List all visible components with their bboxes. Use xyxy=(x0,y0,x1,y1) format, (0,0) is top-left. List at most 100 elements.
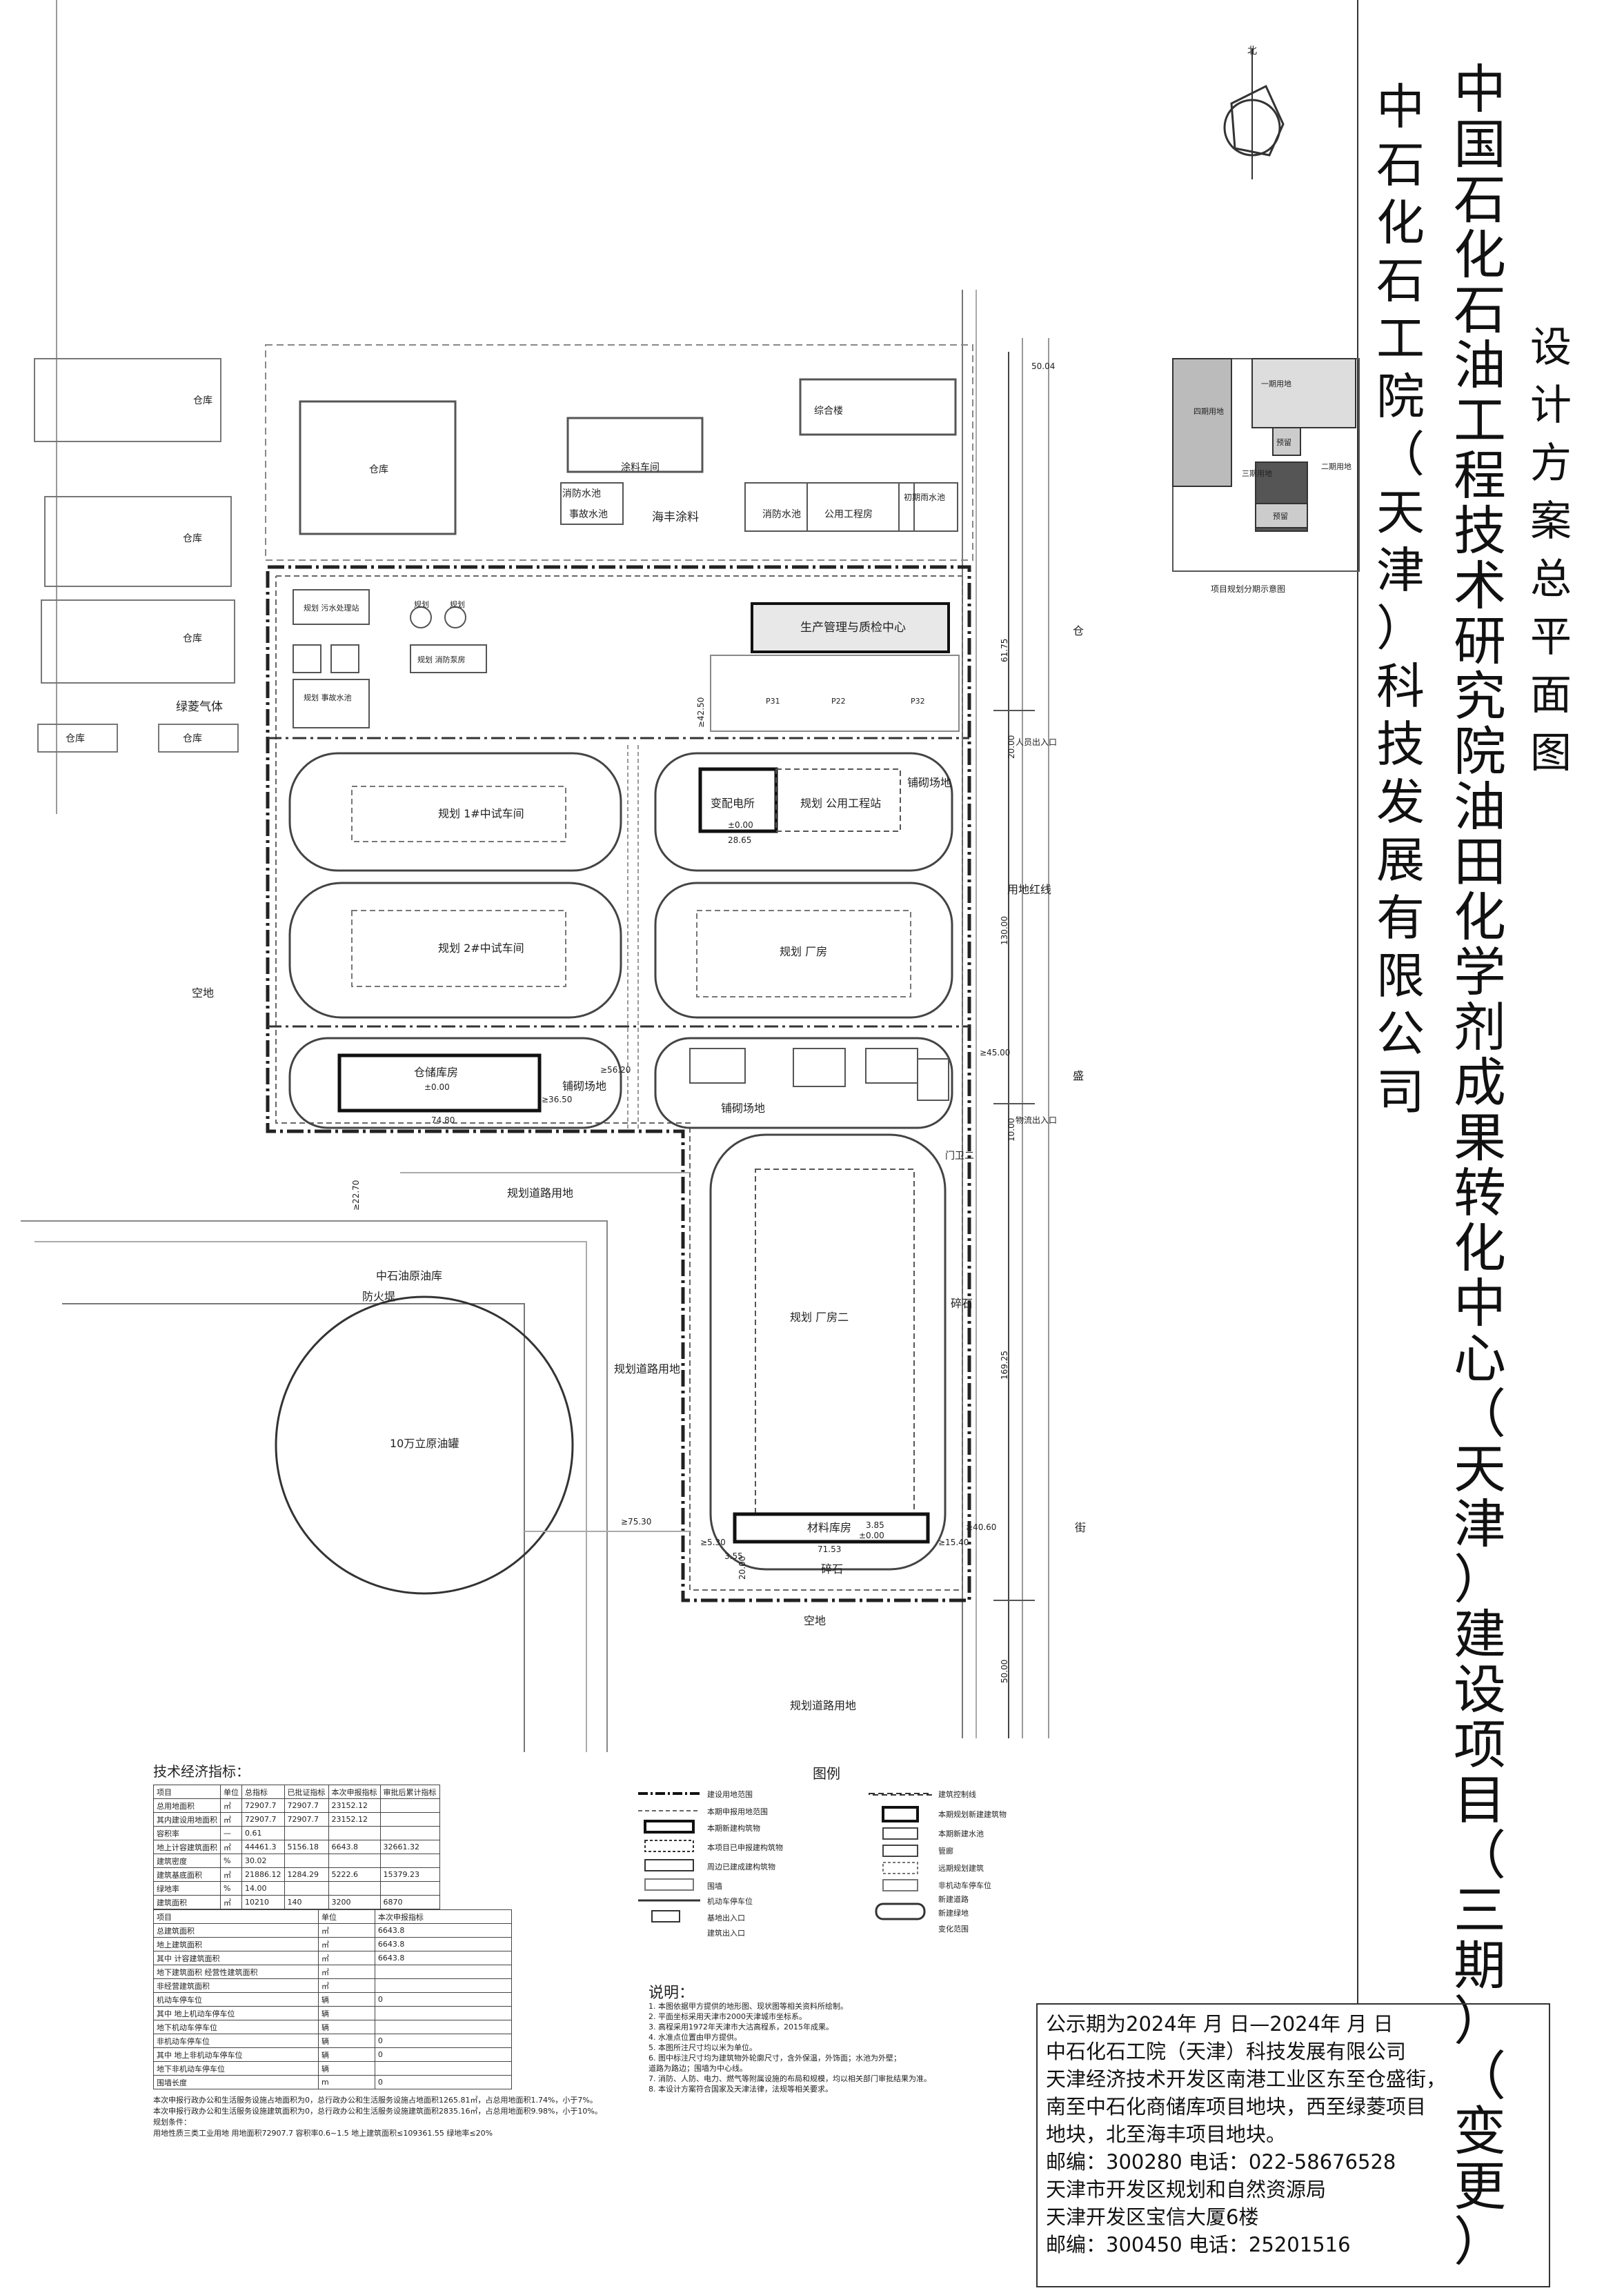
table-row: 地下机动车停车位辆 xyxy=(153,2020,513,2034)
table-cell: ㎡ xyxy=(220,1798,242,1813)
table-cell: 6643.8 xyxy=(374,1951,513,1965)
tech-indicators: 技术经济指标： 项目 单位 总指标 已批证指标 本次申报指标 审批后累计指标 总… xyxy=(153,1760,636,2139)
dim-d3: 130.00 xyxy=(1000,916,1009,945)
label-plant: 规划 厂房 xyxy=(780,945,827,958)
table-cell: % xyxy=(220,1854,242,1868)
title-char: 研 xyxy=(1454,610,1506,672)
table-cell: 1284.29 xyxy=(284,1867,329,1882)
label-empty1: 空地 xyxy=(192,986,214,1000)
legend-item: 变化范围 xyxy=(938,1925,969,1934)
table-cell xyxy=(374,1965,513,1979)
table-cell: ㎡ xyxy=(318,1923,375,1938)
table-cell: 围墙长度 xyxy=(153,2075,319,2089)
table-cell: 0 xyxy=(374,2047,513,2062)
label-lvling: 绿菱气体 xyxy=(176,700,223,714)
table-cell: — xyxy=(220,1826,242,1840)
table-cell: 单位 xyxy=(220,1785,242,1799)
dim-d25: 3.85 xyxy=(866,1520,884,1530)
dim-d13: 74.80 xyxy=(431,1115,455,1125)
dim-d12: ≥40.60 xyxy=(966,1522,996,1532)
dim-d22: 20.00 xyxy=(737,1556,747,1580)
dim-d4: 169.25 xyxy=(1000,1351,1009,1380)
table-cell: 6643.8 xyxy=(374,1923,513,1938)
title-char: 油 xyxy=(1454,335,1506,396)
table-cell: 项目 xyxy=(153,1785,221,1799)
title-char: 院 xyxy=(1454,721,1506,782)
table-cell: 单位 xyxy=(318,1909,375,1924)
label-empty2: 空地 xyxy=(804,1614,826,1627)
table-cell xyxy=(379,1881,440,1896)
title-char: 平 xyxy=(1530,613,1572,662)
table-cell: 0 xyxy=(374,2034,513,2048)
table-cell xyxy=(328,1854,381,1868)
legend-item: 管廊 xyxy=(938,1847,953,1856)
note-line: 5. 本图所注尺寸均以米为单位。 xyxy=(648,2043,757,2052)
title-char: 天 xyxy=(1376,484,1425,541)
title-char: 程 xyxy=(1454,445,1506,506)
title-char: 津 xyxy=(1454,1493,1506,1555)
title-char: ） xyxy=(1454,2211,1506,2272)
table-cell: 6643.8 xyxy=(328,1840,381,1854)
table-cell: 72907.7 xyxy=(284,1812,329,1827)
label-warehouse-small2: 仓库 xyxy=(183,733,202,744)
legend-item: 本期新建构筑物 xyxy=(707,1824,760,1833)
note-line: 2. 平面坐标采用天津市2000天津城市坐标系。 xyxy=(648,2012,806,2021)
label-road3: 规划道路用地 xyxy=(790,1699,856,1712)
title-char: 目 xyxy=(1454,1769,1506,1831)
title-char: 图 xyxy=(1530,729,1572,777)
table-cell: 绿地率 xyxy=(153,1881,221,1896)
legend-item: 建设用地范围 xyxy=(707,1790,753,1799)
dim-d18: ±0.00 xyxy=(859,1531,884,1540)
title-char: 方 xyxy=(1530,439,1572,488)
table-cell: 本次申报指标 xyxy=(328,1785,381,1799)
title-char: 心 xyxy=(1454,1328,1506,1389)
notes: 说明： 1. 本图依据甲方提供的地形图、现状图等相关资料所绘制。2. 平面坐标采… xyxy=(648,1986,1035,2094)
table-cell xyxy=(379,1812,440,1827)
title-char: 石 xyxy=(1376,252,1425,309)
title-char: 建 xyxy=(1454,1604,1506,1665)
label-oil-depot: 中石油原油库 xyxy=(376,1269,442,1282)
title-char: 工 xyxy=(1454,390,1506,451)
table-cell: 3200 xyxy=(328,1895,381,1909)
dim-d24: 20.00 xyxy=(1007,735,1016,759)
title-char: 中 xyxy=(1454,59,1506,120)
project-title: 中国石化石油工程技术研究院油田化学剂成果转化中心（天津）建设项目（三期）（变更） xyxy=(1445,8,1514,2271)
legend-item: 基地出入口 xyxy=(707,1914,745,1923)
title-char: 天 xyxy=(1454,1438,1506,1500)
label-workshop2: 规划 2#中试车间 xyxy=(438,942,524,955)
label-street1: 仓 xyxy=(1073,624,1084,637)
title-char: 技 xyxy=(1376,716,1425,773)
title-char: 案 xyxy=(1530,497,1572,546)
compass-label: 北 xyxy=(1247,46,1257,57)
label-gate3: 门卫二 xyxy=(945,1151,974,1162)
title-char: ） xyxy=(1376,600,1425,657)
label-road1: 规划道路用地 xyxy=(507,1186,573,1200)
table-cell: 辆 xyxy=(318,2061,375,2076)
title-char: 科 xyxy=(1376,658,1425,715)
dim-d14: 28.65 xyxy=(728,835,751,845)
label-fire-pool1: 消防水池 xyxy=(562,488,601,499)
phase-label-6: 预留 xyxy=(1273,512,1288,521)
table-cell: 机动车停车位 xyxy=(153,1992,319,2007)
title-char: 中 xyxy=(1376,79,1425,135)
note-line: 道路为路边；围墙为中心线。 xyxy=(648,2064,747,2073)
phase-caption: 项目规划分期示意图 xyxy=(1211,584,1285,594)
title-char: 究 xyxy=(1454,666,1506,727)
table-cell: 21886.12 xyxy=(241,1867,285,1882)
table-cell: 辆 xyxy=(318,1992,375,2007)
label-initial-rain: 初期雨水池 xyxy=(904,493,945,502)
title-char: 石 xyxy=(1454,169,1506,230)
dim-d21: 3.55 xyxy=(724,1551,743,1561)
label-accident-tank: 规划 事故水池 xyxy=(304,693,352,702)
title-char: （ xyxy=(1454,1383,1506,1444)
table-cell: 6643.8 xyxy=(374,1937,513,1951)
label-gate1: 人员出入口 xyxy=(1016,737,1057,747)
dim-d17: ±0.00 xyxy=(424,1082,450,1092)
dim-d8: ≥75.30 xyxy=(621,1517,651,1527)
